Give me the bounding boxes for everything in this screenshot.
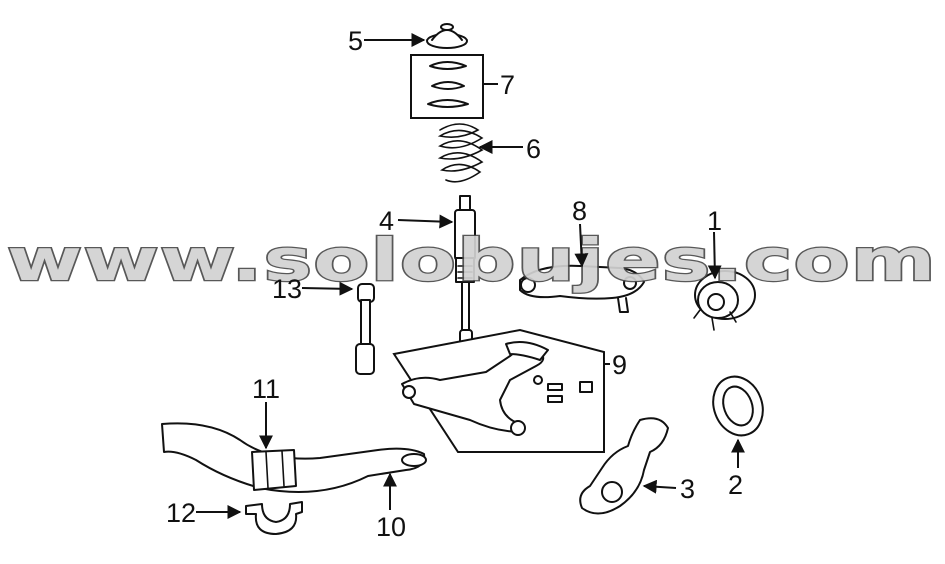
coil-spring-part bbox=[437, 123, 484, 183]
callout-numbers: 5 7 6 4 8 1 13 9 11 2 3 10 12 bbox=[166, 26, 743, 542]
leader-3 bbox=[642, 479, 677, 494]
callout-5: 5 bbox=[348, 26, 363, 56]
callout-6: 6 bbox=[526, 134, 541, 164]
callout-3: 3 bbox=[680, 474, 695, 504]
callout-7: 7 bbox=[500, 70, 515, 100]
callout-9: 9 bbox=[612, 350, 627, 380]
callout-13: 13 bbox=[272, 274, 302, 304]
callout-10: 10 bbox=[376, 512, 406, 542]
stabilizer-bushing-part bbox=[251, 449, 297, 491]
callout-4: 4 bbox=[379, 206, 394, 236]
callout-12: 12 bbox=[166, 498, 196, 528]
lower-control-arm-kit-part bbox=[392, 328, 605, 453]
stabilizer-link-part bbox=[355, 283, 375, 375]
steering-knuckle-part bbox=[579, 417, 669, 515]
shock-absorber-part bbox=[454, 195, 476, 345]
stabilizer-bar-part bbox=[161, 422, 427, 493]
callout-2: 2 bbox=[728, 470, 743, 500]
upper-control-arm-part bbox=[519, 264, 645, 313]
strut-mount-part bbox=[426, 23, 468, 49]
watermark-text: www.solobujes.com bbox=[7, 226, 937, 294]
bushing-bracket-part bbox=[245, 501, 303, 535]
leader-lines bbox=[196, 33, 745, 519]
callout-8: 8 bbox=[572, 196, 587, 226]
leader-4 bbox=[397, 214, 454, 229]
leader-1 bbox=[707, 231, 722, 280]
wheel-hub-part bbox=[693, 270, 756, 331]
spring-kit-part bbox=[410, 54, 484, 119]
callout-1: 1 bbox=[707, 206, 722, 236]
callout-11: 11 bbox=[252, 374, 280, 404]
bearing-seal-part bbox=[712, 375, 764, 437]
leader-13 bbox=[301, 281, 354, 296]
leader-8 bbox=[574, 223, 589, 268]
